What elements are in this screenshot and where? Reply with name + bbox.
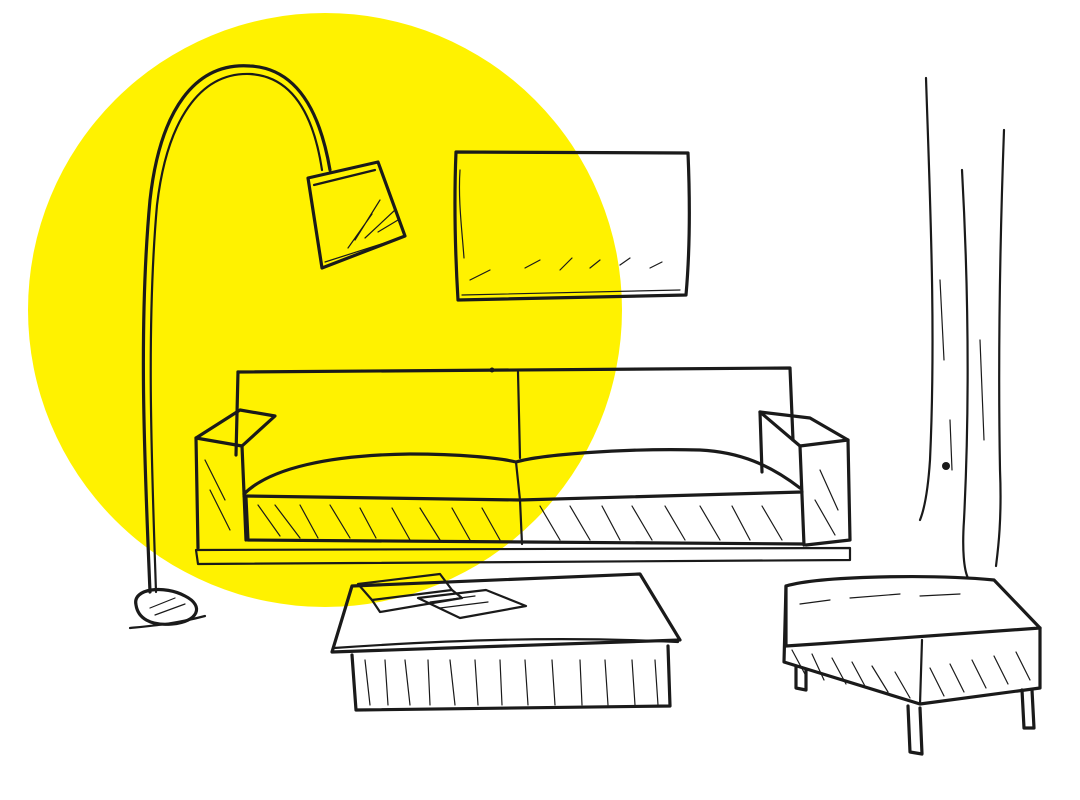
sofa [194,366,852,566]
floor-lamp [128,64,407,630]
magazine [356,572,528,620]
ottoman [782,575,1042,756]
coffee-table [330,572,682,712]
picture-frame [453,150,691,302]
yellow-circle [28,13,622,607]
curtain [918,76,1006,580]
